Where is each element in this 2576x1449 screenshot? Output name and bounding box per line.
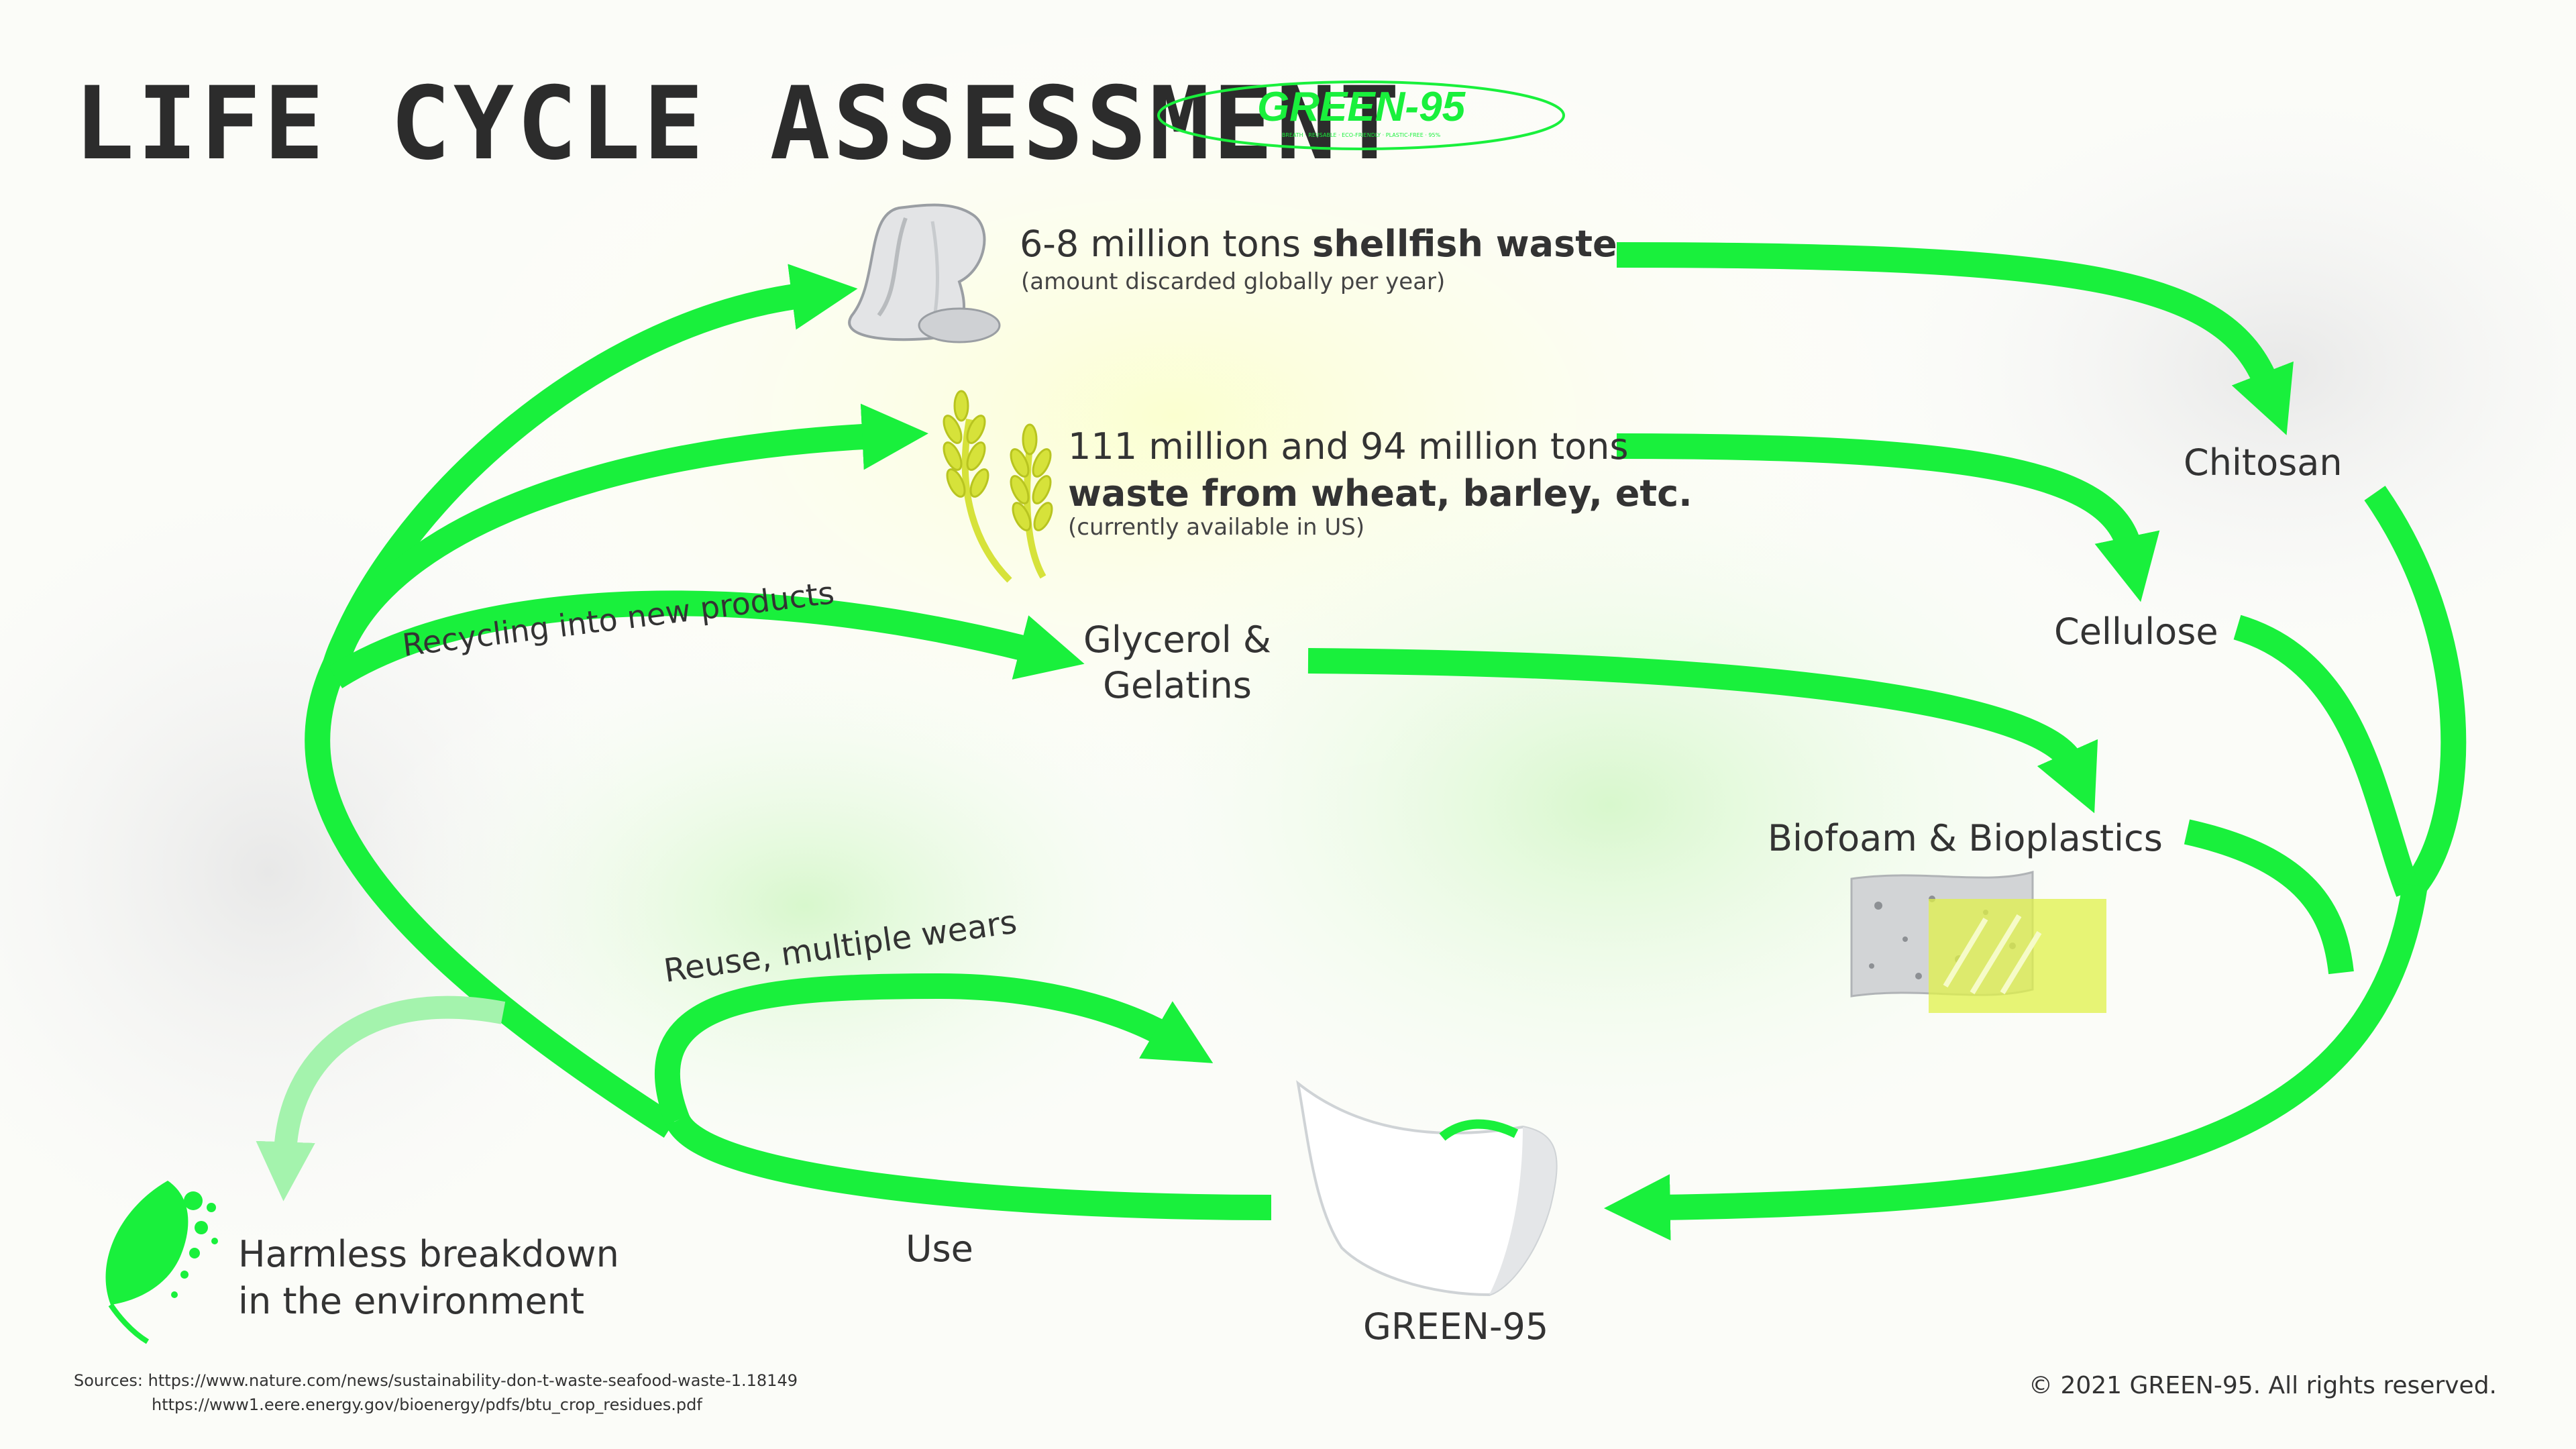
wheat-bold: waste from wheat, barley, etc. (1068, 472, 1693, 515)
use-label: Use (906, 1228, 973, 1270)
shellfish-amount: 6-8 million tons (1020, 223, 1313, 265)
chitosan-label: Chitosan (2184, 441, 2343, 484)
harmless-line1: Harmless breakdown (238, 1233, 619, 1275)
arrow-shellfish-to-chitosan (1616, 242, 2294, 435)
glycerol-label: Glycerol & Gelatins (1046, 617, 1308, 708)
arrow-glycerol-to-biofoam (1307, 648, 2098, 814)
logo-tagline: BREATH · REUSABLE · ECO-FRIENDLY · PLAST… (1282, 132, 1441, 138)
face-mask-icon (1296, 1080, 1558, 1297)
shellfish-label: 6-8 million tons shellfish waste (1020, 221, 1617, 267)
biofoam-label: Biofoam & Bioplastics (1768, 817, 2163, 859)
source-link-1[interactable]: https://www.nature.com/news/sustainabili… (148, 1371, 798, 1390)
arrow-to-product (1603, 883, 2428, 1241)
harmless-line2: in the environment (238, 1280, 585, 1323)
harmless-label: Harmless breakdown in the environment (238, 1231, 619, 1325)
leaf-icon (105, 1181, 218, 1344)
shellfish-note: (amount discarded globally per year) (1021, 268, 1446, 295)
arrow-to-glycerol (328, 590, 1085, 689)
arrow-cellulose-down (2233, 614, 2420, 897)
source-link-2[interactable]: https://www1.eere.energy.gov/bioenergy/p… (152, 1395, 702, 1414)
oyster-shell-icon (848, 203, 1001, 343)
glycerol-line1: Glycerol & (1083, 619, 1272, 661)
arrow-wheat-to-cellulose (1616, 433, 2160, 602)
wheat-icon (943, 390, 1053, 583)
page-title: LIFE CYCLE ASSESSMENT (74, 66, 1403, 182)
green95-logo: GREEN-95 BREATH · REUSABLE · ECO-FRIENDL… (1155, 79, 1567, 152)
copyright: © 2021 GREEN-95. All rights reserved. (2029, 1372, 2497, 1399)
arrow-use (665, 1114, 1272, 1220)
sources-label: Sources: (74, 1371, 144, 1390)
glycerol-line2: Gelatins (1103, 663, 1252, 706)
shellfish-bold: shellfish waste (1312, 223, 1617, 265)
bioplastic-samples-icon (1850, 871, 2106, 1013)
arrow-biofoam-down (2184, 819, 2354, 975)
arrow-reuse (654, 973, 1214, 1125)
logo-name: GREEN-95 (1257, 84, 1466, 130)
wheat-note: (currently available in US) (1068, 514, 1365, 541)
arrow-to-wheat (323, 403, 928, 668)
arrow-to-breakdown (256, 996, 506, 1201)
sources: Sources: https://www.nature.com/news/sus… (74, 1368, 798, 1417)
arrow-chitosan-down (2364, 486, 2467, 894)
product-label: GREEN-95 (1363, 1305, 1549, 1348)
wheat-amount: 111 million and 94 million tons (1068, 425, 1629, 468)
cellulose-label: Cellulose (2054, 610, 2218, 653)
